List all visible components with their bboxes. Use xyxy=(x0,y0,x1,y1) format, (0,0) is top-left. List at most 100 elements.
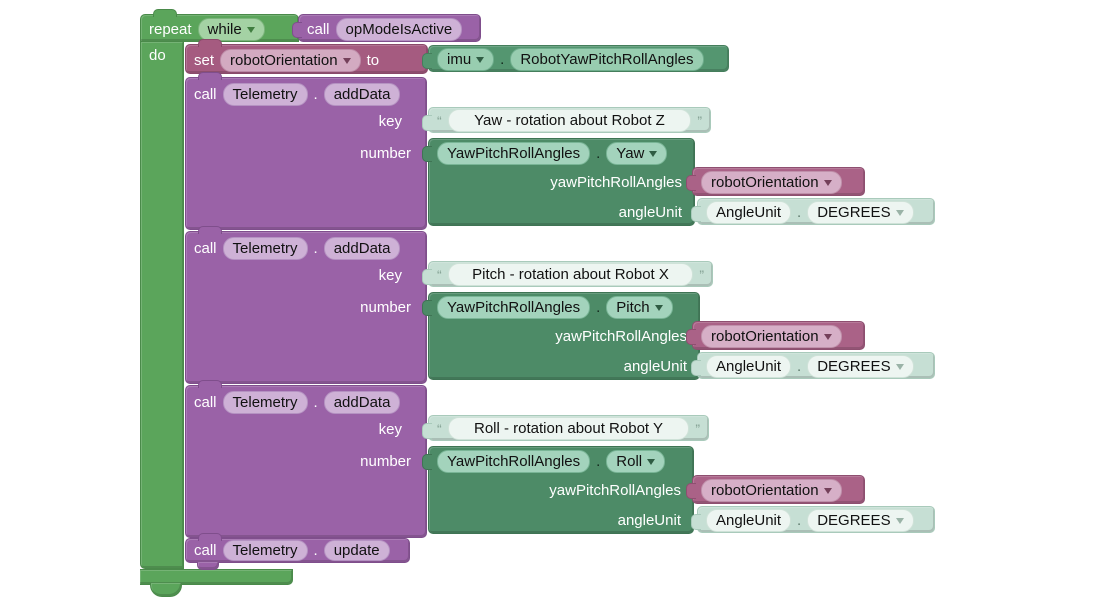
repeat-block-wall[interactable]: do xyxy=(140,42,184,569)
set-variable-block[interactable]: set robotOrientation to xyxy=(185,39,428,74)
yawpitchroll-pitch-block[interactable]: YawPitchRollAngles . Pitch yawPitchRollA… xyxy=(422,292,700,380)
member-name: Yaw xyxy=(616,145,645,162)
repeat-mode-dropdown[interactable]: while xyxy=(197,18,265,41)
dot-separator: . xyxy=(797,512,802,529)
repeat-block-bottom[interactable] xyxy=(140,569,293,585)
member-dropdown[interactable]: Pitch xyxy=(606,296,673,319)
variable-getter-block[interactable]: robotOrientation xyxy=(686,475,865,504)
telemetry-component-field[interactable]: Telemetry xyxy=(222,237,308,260)
value-plug xyxy=(422,269,432,285)
yawpitchroll-yaw-block[interactable]: YawPitchRollAngles . Yaw yawPitchRollAng… xyxy=(422,138,695,226)
variable-name: robotOrientation xyxy=(711,482,819,499)
chevron-down-icon xyxy=(895,363,904,370)
class-name: AngleUnit xyxy=(716,204,782,221)
text-string-block[interactable]: “ Pitch - rotation about Robot X ” xyxy=(422,261,713,287)
number-input-label: number xyxy=(360,299,411,316)
member-dropdown[interactable]: Roll xyxy=(606,450,666,473)
key-input-label: key xyxy=(378,267,402,284)
value-plug xyxy=(686,329,696,345)
telemetry-adddata-block[interactable]: call Telemetry . addData key number xyxy=(185,72,427,230)
dot-separator: . xyxy=(500,51,505,68)
call-label: call xyxy=(194,86,217,103)
yawpitchroll-roll-block[interactable]: YawPitchRollAngles . Roll yawPitchRollAn… xyxy=(422,446,694,534)
angleunit-param-label: angleUnit xyxy=(618,204,682,221)
adddata-method-field[interactable]: addData xyxy=(323,237,401,260)
function-class-field[interactable]: YawPitchRollAngles xyxy=(437,450,591,473)
angleunit-class-field[interactable]: AngleUnit xyxy=(706,355,792,378)
key-text-field[interactable]: Yaw - rotation about Robot Z xyxy=(447,109,692,132)
dot-separator: . xyxy=(313,542,318,559)
imu-property-block[interactable]: imu . RobotYawPitchRollAngles xyxy=(422,45,729,72)
variable-getter-block[interactable]: robotOrientation xyxy=(686,321,865,350)
variable-getter-block[interactable]: robotOrientation xyxy=(686,167,865,196)
yawpitchrollangles-param-label: yawPitchRollAngles xyxy=(555,328,687,345)
value-plug xyxy=(691,514,701,530)
angleunit-param-label: angleUnit xyxy=(617,512,681,529)
value-plug xyxy=(422,53,432,69)
adddata-method-field[interactable]: addData xyxy=(323,83,401,106)
text-string-block[interactable]: “ Roll - rotation about Robot Y ” xyxy=(422,415,709,441)
set-label: set xyxy=(194,52,215,69)
component-name: Telemetry xyxy=(232,240,298,257)
open-quote: “ xyxy=(437,420,442,437)
key-input-label: key xyxy=(378,113,402,130)
variable-dropdown[interactable]: robotOrientation xyxy=(220,49,361,72)
member-name: Roll xyxy=(616,453,643,470)
opmodeisactive-method-field[interactable]: opModeIsActive xyxy=(335,18,463,41)
function-class-field[interactable]: YawPitchRollAngles xyxy=(437,142,591,165)
telemetry-component-field[interactable]: Telemetry xyxy=(222,540,308,561)
dot-separator: . xyxy=(313,86,318,103)
member-name: Pitch xyxy=(616,299,650,316)
block-top-notch xyxy=(198,533,222,541)
angleunit-degrees-block[interactable]: AngleUnit . DEGREES xyxy=(691,198,935,225)
variable-getter-dropdown[interactable]: robotOrientation xyxy=(701,171,842,194)
degrees-dropdown[interactable]: DEGREES xyxy=(807,509,914,532)
variable-name: robotOrientation xyxy=(711,328,819,345)
member-dropdown[interactable]: Yaw xyxy=(606,142,668,165)
telemetry-component-field[interactable]: Telemetry xyxy=(222,391,308,414)
block-top-notch xyxy=(198,39,222,47)
variable-getter-dropdown[interactable]: robotOrientation xyxy=(701,479,842,502)
method-name: addData xyxy=(333,394,391,411)
key-text-field[interactable]: Pitch - rotation about Robot X xyxy=(447,263,694,286)
value-plug xyxy=(686,483,696,499)
angleunit-degrees-block[interactable]: AngleUnit . DEGREES xyxy=(691,506,935,533)
adddata-method-field[interactable]: addData xyxy=(323,391,401,414)
enum-value: DEGREES xyxy=(817,512,891,529)
angleunit-class-field[interactable]: AngleUnit xyxy=(706,509,792,532)
angleunit-degrees-block[interactable]: AngleUnit . DEGREES xyxy=(691,352,935,379)
block-top-notch xyxy=(198,226,222,234)
open-quote: “ xyxy=(437,112,442,129)
function-class-field[interactable]: YawPitchRollAngles xyxy=(437,296,591,319)
imu-property-field[interactable]: RobotYawPitchRollAngles xyxy=(510,48,704,71)
property-name: RobotYawPitchRollAngles xyxy=(520,51,694,68)
telemetry-component-field[interactable]: Telemetry xyxy=(222,83,308,106)
number-input-label: number xyxy=(360,145,411,162)
degrees-dropdown[interactable]: DEGREES xyxy=(807,201,914,224)
number-input-label: number xyxy=(360,453,411,470)
dot-separator: . xyxy=(596,299,601,316)
class-name: YawPitchRollAngles xyxy=(447,453,581,470)
close-quote: ” xyxy=(695,420,700,437)
value-plug xyxy=(422,115,432,131)
variable-getter-dropdown[interactable]: robotOrientation xyxy=(701,325,842,348)
close-quote: ” xyxy=(697,112,702,129)
call-opmodeisactive-block[interactable]: call opModeIsActive xyxy=(292,14,481,42)
update-method-field[interactable]: update xyxy=(323,540,390,561)
variable-name: robotOrientation xyxy=(230,52,338,69)
chevron-down-icon xyxy=(647,458,656,465)
telemetry-update-block[interactable]: call Telemetry . update xyxy=(185,533,410,563)
angleunit-class-field[interactable]: AngleUnit xyxy=(706,201,792,224)
key-text-field[interactable]: Roll - rotation about Robot Y xyxy=(447,417,690,440)
repeat-mode-value: while xyxy=(207,21,242,38)
imu-device-dropdown[interactable]: imu xyxy=(437,48,495,71)
chevron-down-icon xyxy=(342,57,351,64)
text-string-block[interactable]: “ Yaw - rotation about Robot Z ” xyxy=(422,107,711,133)
telemetry-adddata-block[interactable]: call Telemetry . addData key number xyxy=(185,226,427,384)
key-input-label: key xyxy=(378,421,402,438)
degrees-dropdown[interactable]: DEGREES xyxy=(807,355,914,378)
enum-value: DEGREES xyxy=(817,204,891,221)
telemetry-adddata-block[interactable]: call Telemetry . addData key number xyxy=(185,380,427,538)
repeat-while-block[interactable]: repeat while xyxy=(140,9,299,42)
